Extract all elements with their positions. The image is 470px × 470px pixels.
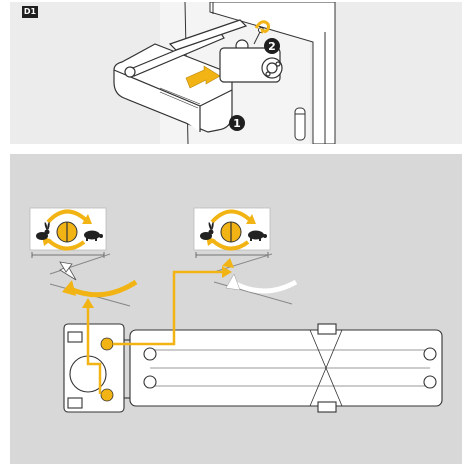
rabbit-icon — [36, 222, 50, 240]
card-2-scale — [195, 252, 269, 258]
speed-adjustment-diagram — [29, 207, 443, 413]
callout-2: 2 — [264, 38, 280, 54]
valve-1 — [100, 337, 114, 351]
speed-card-1 — [29, 207, 107, 258]
closing-sweep-2 — [213, 253, 298, 305]
door-hinge — [294, 107, 306, 141]
speed-card-2 — [193, 207, 271, 258]
card-1-scale — [31, 252, 105, 258]
leader-line-1 — [82, 298, 102, 394]
speed-adjustment-panel — [10, 154, 462, 464]
callout-1-number: 1 — [233, 117, 241, 130]
turtle-icon — [84, 230, 103, 241]
leader-line-2 — [113, 266, 232, 346]
callout-1: 1 — [229, 115, 245, 131]
rabbit-icon — [200, 222, 214, 240]
direction-arrow — [185, 65, 221, 89]
closing-sweep-1 — [49, 253, 138, 307]
rotate-arrow-icon — [254, 20, 270, 34]
closer-body-top-view — [63, 323, 443, 413]
closer-arm — [124, 19, 283, 83]
valve-2 — [100, 388, 114, 402]
door-closer-arm-illustration: 1 2 — [113, 2, 336, 144]
step-label: D1 — [22, 6, 38, 18]
callout-2-number: 2 — [268, 40, 276, 53]
turtle-icon — [248, 230, 267, 241]
installation-illustration-panel: 1 2 D1 — [10, 2, 462, 144]
